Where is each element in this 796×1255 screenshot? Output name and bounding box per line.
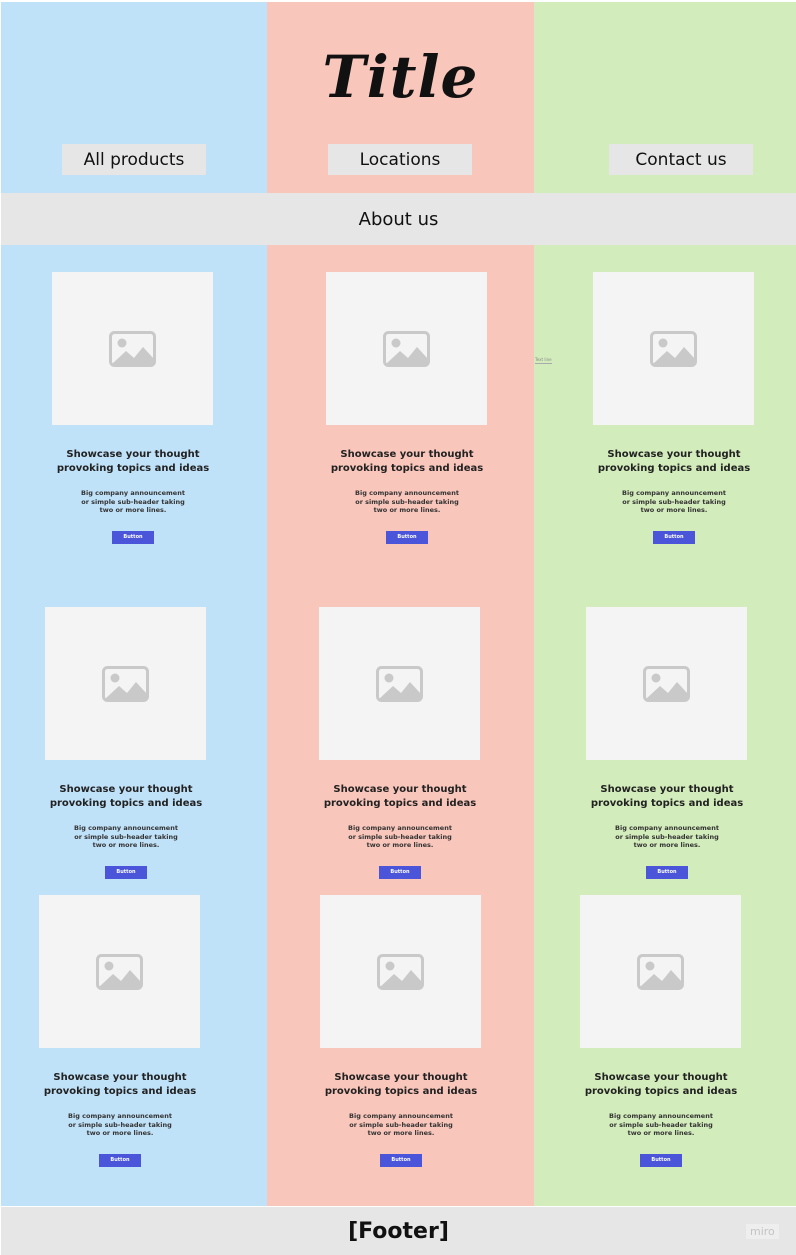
image-placeholder-icon [109, 330, 156, 367]
card-subtitle: Big company announcement or simple sub-h… [622, 489, 726, 515]
card-subtitle: Big company announcement or simple sub-h… [68, 1112, 172, 1138]
card-title: Showcase your thought provoking topics a… [43, 1072, 197, 1097]
card-button[interactable]: Button [105, 865, 147, 879]
card: Showcase your thought provoking topics a… [320, 895, 482, 1167]
card-title: Showcase your thought provoking topics a… [49, 784, 203, 809]
card-button[interactable]: Button [112, 530, 154, 544]
card-image [580, 895, 741, 1048]
image-placeholder-icon [96, 953, 143, 990]
card-title: Showcase your thought provoking topics a… [324, 1072, 478, 1097]
card-subtitle: Big company announcement or simple sub-h… [615, 824, 719, 850]
card-image [52, 272, 213, 425]
card-title: Showcase your thought provoking topics a… [323, 784, 477, 809]
card-button[interactable]: Button [646, 865, 688, 879]
card: Showcase your thought provoking topics a… [52, 272, 214, 544]
card-button[interactable]: Button [386, 530, 428, 544]
nav-locations-button[interactable]: Locations [328, 144, 472, 175]
image-placeholder-icon [376, 665, 423, 702]
card-title: Showcase your thought provoking topics a… [590, 784, 744, 809]
card-title: Showcase your thought provoking topics a… [56, 449, 210, 474]
card-title: Showcase your thought provoking topics a… [584, 1072, 738, 1097]
image-placeholder-icon [643, 665, 690, 702]
card: Showcase your thought provoking topics a… [586, 607, 748, 879]
card: Showcase your thought provoking topics a… [319, 607, 481, 879]
image-placeholder-icon [377, 953, 424, 990]
card-subtitle: Big company announcement or simple sub-h… [355, 489, 459, 515]
card-image [319, 607, 480, 760]
card-title: Showcase your thought provoking topics a… [597, 449, 751, 474]
image-placeholder-icon [383, 330, 430, 367]
nav-all-products-button[interactable]: All products [62, 144, 206, 175]
miro-watermark: miro [746, 1224, 779, 1239]
image-placeholder-icon [637, 953, 684, 990]
footer: [Footer] [1, 1207, 796, 1255]
card-title: Showcase your thought provoking topics a… [330, 449, 484, 474]
image-placeholder-icon [650, 330, 697, 367]
card-image [45, 607, 206, 760]
card: Showcase your thought provoking topics a… [39, 895, 201, 1167]
card-image [593, 272, 754, 425]
card-image [586, 607, 747, 760]
card: Showcase your thought provoking topics a… [593, 272, 755, 544]
card-button[interactable]: Button [379, 865, 421, 879]
card: Showcase your thought provoking topics a… [45, 607, 207, 879]
card-subtitle: Big company announcement or simple sub-h… [74, 824, 178, 850]
card-button[interactable]: Button [380, 1153, 422, 1167]
card-image [320, 895, 481, 1048]
page-title: Title [322, 43, 479, 111]
card-subtitle: Big company announcement or simple sub-h… [81, 489, 185, 515]
card-button[interactable]: Button [640, 1153, 682, 1167]
nav-contact-us-button[interactable]: Contact us [609, 144, 753, 175]
about-us-bar[interactable]: About us [1, 193, 796, 245]
card-image [326, 272, 487, 425]
card: Showcase your thought provoking topics a… [580, 895, 742, 1167]
card-image [39, 895, 200, 1048]
card-button[interactable]: Button [653, 530, 695, 544]
card-subtitle: Big company announcement or simple sub-h… [609, 1112, 713, 1138]
image-placeholder-icon [102, 665, 149, 702]
card-subtitle: Big company announcement or simple sub-h… [348, 824, 452, 850]
card: Showcase your thought provoking topics a… [326, 272, 488, 544]
card-subtitle: Big company announcement or simple sub-h… [349, 1112, 453, 1138]
text-line: Text line [535, 357, 552, 364]
card-button[interactable]: Button [99, 1153, 141, 1167]
